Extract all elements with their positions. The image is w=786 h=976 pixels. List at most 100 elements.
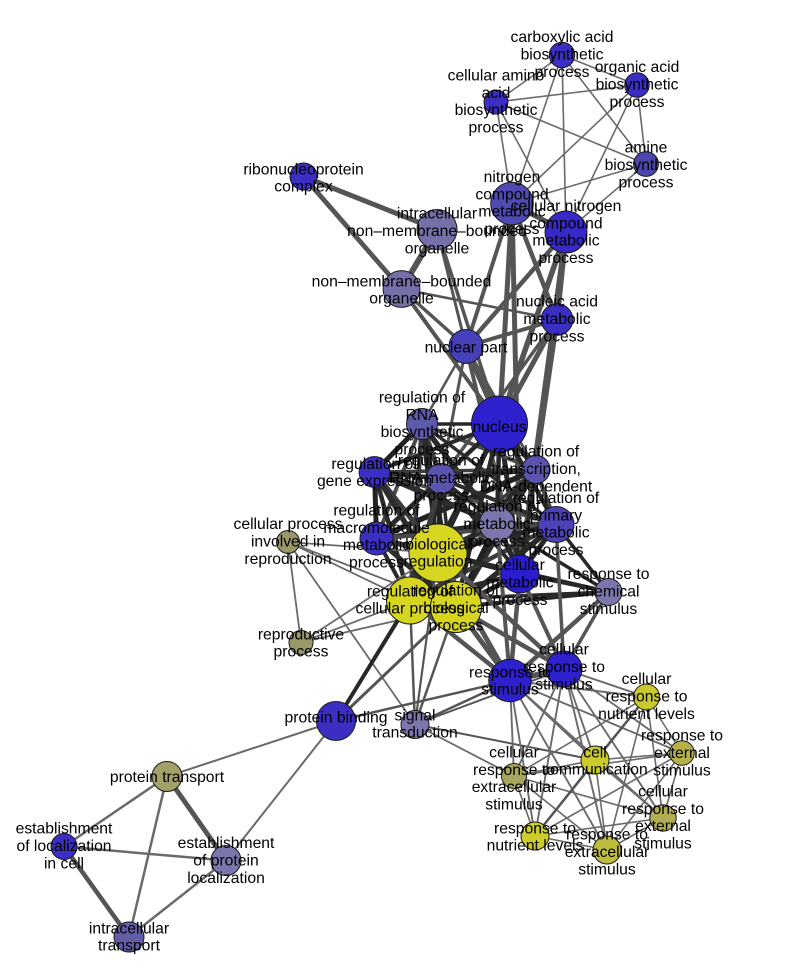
- svg-text:nutrient levels: nutrient levels: [598, 706, 695, 723]
- svg-text:stimulus: stimulus: [535, 676, 593, 693]
- svg-text:metabolic: metabolic: [463, 516, 530, 533]
- svg-text:process: process: [529, 542, 584, 559]
- svg-text:organelle: organelle: [405, 240, 470, 257]
- svg-text:intracellular: intracellular: [89, 920, 169, 937]
- svg-text:metabolic: metabolic: [522, 525, 589, 542]
- svg-text:biosynthetic: biosynthetic: [521, 47, 604, 64]
- svg-text:response to: response to: [469, 664, 551, 681]
- svg-text:process: process: [395, 442, 450, 459]
- svg-text:regulation of: regulation of: [379, 389, 466, 406]
- svg-text:nitrogen: nitrogen: [484, 169, 541, 186]
- svg-text:biological: biological: [405, 536, 470, 553]
- svg-text:chemical: chemical: [578, 584, 640, 601]
- svg-text:regulation of: regulation of: [413, 583, 500, 600]
- svg-text:amine: amine: [625, 140, 668, 157]
- svg-text:acid: acid: [482, 85, 511, 102]
- svg-text:communication: communication: [542, 762, 648, 779]
- svg-text:complex: complex: [274, 179, 333, 196]
- svg-text:signal: signal: [395, 707, 436, 724]
- svg-text:process: process: [610, 94, 665, 111]
- svg-text:reproduction: reproduction: [244, 551, 331, 568]
- svg-text:process: process: [535, 64, 590, 81]
- svg-text:extracellular: extracellular: [565, 844, 650, 861]
- svg-text:nucleus: nucleus: [472, 419, 526, 436]
- svg-text:macromolecule: macromolecule: [323, 520, 430, 537]
- svg-text:cellular: cellular: [638, 783, 688, 800]
- svg-text:process: process: [619, 174, 674, 191]
- svg-text:response to: response to: [606, 689, 688, 706]
- svg-text:biosynthetic: biosynthetic: [605, 157, 688, 174]
- svg-text:response to: response to: [566, 827, 648, 844]
- svg-text:external: external: [654, 745, 710, 762]
- svg-text:in cell: in cell: [44, 855, 84, 872]
- svg-text:regulation of: regulation of: [398, 453, 485, 470]
- svg-text:cellular amino: cellular amino: [448, 67, 545, 84]
- svg-text:non–membrane–bounded: non–membrane–bounded: [312, 273, 492, 290]
- svg-text:process: process: [349, 555, 404, 572]
- svg-text:process: process: [469, 120, 524, 137]
- svg-text:external: external: [635, 818, 691, 835]
- svg-text:localization: localization: [187, 870, 265, 887]
- svg-text:establishment: establishment: [16, 821, 113, 838]
- svg-text:stimulus: stimulus: [481, 682, 539, 699]
- svg-text:nutrient levels: nutrient levels: [487, 838, 584, 855]
- svg-text:regulation of: regulation of: [367, 583, 454, 600]
- svg-text:transcription,: transcription,: [491, 461, 581, 478]
- svg-text:extracellular: extracellular: [472, 779, 557, 796]
- svg-text:response to: response to: [523, 659, 605, 676]
- svg-text:process: process: [493, 592, 548, 609]
- svg-text:response to: response to: [473, 762, 555, 779]
- svg-text:stimulus: stimulus: [485, 797, 543, 814]
- svg-text:metabolic: metabolic: [343, 537, 410, 554]
- svg-text:RNA: RNA: [405, 407, 439, 424]
- svg-text:stimulus: stimulus: [578, 861, 636, 878]
- svg-text:biosynthetic: biosynthetic: [455, 102, 538, 119]
- svg-text:compound: compound: [529, 215, 602, 232]
- svg-text:cellular: cellular: [539, 642, 589, 659]
- svg-text:protein transport: protein transport: [110, 769, 225, 786]
- svg-text:metabolic: metabolic: [486, 575, 553, 592]
- svg-text:response to: response to: [622, 801, 704, 818]
- svg-text:biological: biological: [423, 600, 488, 617]
- svg-text:nuclear part: nuclear part: [425, 340, 508, 357]
- svg-text:primary: primary: [530, 507, 582, 524]
- svg-text:RNA metabolic: RNA metabolic: [389, 470, 493, 487]
- svg-text:cellular process: cellular process: [356, 601, 465, 618]
- svg-text:DNA-dependent: DNA-dependent: [480, 478, 593, 495]
- svg-text:compound: compound: [475, 186, 548, 203]
- svg-text:regulation of: regulation of: [331, 456, 418, 473]
- svg-text:transduction: transduction: [372, 725, 457, 742]
- svg-text:intracellular: intracellular: [397, 206, 477, 223]
- svg-text:process: process: [429, 617, 484, 634]
- svg-text:of localization: of localization: [16, 838, 111, 855]
- svg-text:metabolic: metabolic: [523, 311, 590, 328]
- svg-text:biosynthetic: biosynthetic: [381, 424, 464, 441]
- svg-text:response to: response to: [568, 566, 650, 583]
- svg-text:biosynthetic: biosynthetic: [596, 77, 679, 94]
- svg-text:stimulus: stimulus: [580, 601, 638, 618]
- svg-text:cellular: cellular: [489, 744, 539, 761]
- svg-text:non–membrane–bounded: non–membrane–bounded: [347, 223, 527, 240]
- svg-text:regulation of: regulation of: [513, 490, 600, 507]
- svg-text:reproductive: reproductive: [258, 626, 345, 643]
- svg-text:cellular: cellular: [495, 557, 545, 574]
- svg-text:cellular: cellular: [622, 671, 672, 688]
- svg-text:protein binding: protein binding: [285, 710, 388, 727]
- svg-text:process: process: [539, 250, 594, 267]
- svg-text:regulation of: regulation of: [454, 499, 541, 516]
- svg-text:metabolic: metabolic: [532, 233, 599, 250]
- svg-text:cell: cell: [583, 744, 607, 761]
- svg-text:establishment: establishment: [178, 835, 275, 852]
- svg-text:response to: response to: [641, 728, 723, 745]
- svg-text:involved in: involved in: [251, 534, 325, 551]
- svg-text:regulation: regulation: [404, 554, 473, 571]
- svg-text:stimulus: stimulus: [653, 762, 711, 779]
- svg-text:of protein: of protein: [193, 853, 258, 870]
- svg-text:regulation of: regulation of: [333, 502, 420, 519]
- svg-text:nucleic acid: nucleic acid: [516, 294, 598, 311]
- svg-text:metabolic: metabolic: [478, 204, 545, 221]
- svg-text:carboxylic acid: carboxylic acid: [511, 29, 614, 46]
- svg-text:process: process: [414, 487, 469, 504]
- svg-text:cellular nitrogen: cellular nitrogen: [511, 198, 622, 215]
- svg-text:organelle: organelle: [369, 291, 434, 308]
